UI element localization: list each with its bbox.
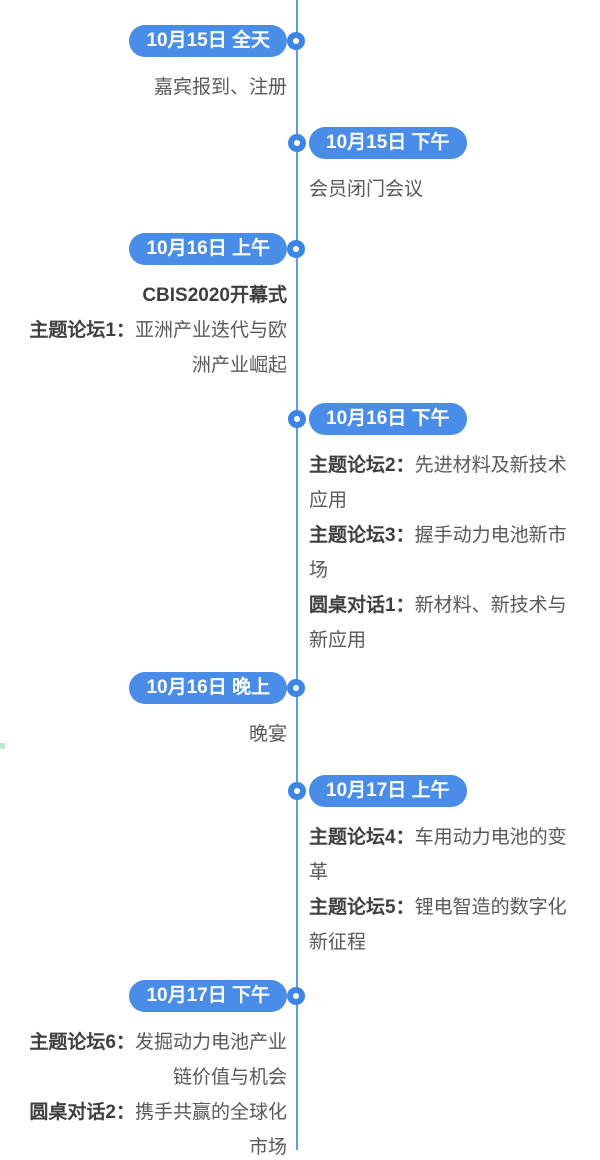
timeline-axis-line (296, 0, 298, 1150)
timeline-node-dot (287, 679, 305, 697)
entry-items: 会员闭门会议 (309, 172, 579, 207)
timeline-node-dot-center (293, 685, 299, 691)
timeline-node-dot-center (294, 788, 300, 794)
date-pill: 10月17日 下午 (129, 980, 287, 1012)
agenda-item-label: 主题论坛3： (309, 525, 415, 546)
timeline-entry: 10月15日 下午会员闭门会议 (288, 127, 579, 207)
entry-items: 主题论坛4：车用动力电池的变革主题论坛5：锂电智造的数字化新征程 (309, 820, 579, 960)
timeline-node-dot-center (294, 416, 300, 422)
agenda-item: 晚宴 (21, 717, 287, 752)
timeline-node-dot (287, 32, 305, 50)
entry-items: CBIS2020开幕式主题论坛1：亚洲产业迭代与欧洲产业崛起 (21, 278, 287, 383)
entry-items: 主题论坛6：发掘动力电池产业链价值与机会圆桌对话2：携手共赢的全球化市场 (21, 1025, 287, 1160)
timeline-node-dot-center (293, 993, 299, 999)
agenda-item-text: 嘉宾报到、注册 (153, 77, 287, 98)
agenda-item: 会员闭门会议 (309, 172, 579, 207)
agenda-item: 主题论坛2：先进材料及新技术应用 (309, 448, 579, 518)
agenda-item-label: 主题论坛2： (309, 455, 415, 476)
agenda-item-text: 锂电智造的数字化新征程 (309, 897, 567, 953)
agenda-item-text: 亚洲产业迭代与欧洲产业崛起 (134, 320, 287, 376)
timeline-node-dot (287, 240, 305, 258)
timeline-node-dot (288, 782, 306, 800)
agenda-item: 主题论坛6：发掘动力电池产业链价值与机会 (21, 1025, 287, 1095)
agenda-item-label: CBIS2020开幕式 (142, 285, 287, 306)
agenda-item-text: 晚宴 (248, 724, 287, 745)
agenda-item-text: 车用动力电池的变革 (309, 827, 567, 883)
entry-items: 晚宴 (21, 717, 287, 752)
date-pill: 10月16日 上午 (129, 233, 287, 265)
entry-items: 主题论坛2：先进材料及新技术应用主题论坛3：握手动力电池新市场圆桌对话1：新材料… (309, 448, 579, 658)
agenda-item-text: 发掘动力电池产业链价值与机会 (134, 1032, 287, 1088)
date-pill: 10月16日 晚上 (129, 672, 287, 704)
agenda-item-text: 携手共赢的全球化市场 (134, 1102, 287, 1158)
agenda-item-label: 主题论坛1： (29, 320, 135, 341)
left-edge-artifact (0, 743, 5, 749)
timeline-node-dot (287, 987, 305, 1005)
agenda-item: CBIS2020开幕式 (21, 278, 287, 313)
agenda-item: 嘉宾报到、注册 (21, 70, 287, 105)
agenda-item-text: 会员闭门会议 (309, 179, 424, 200)
agenda-item: 主题论坛1：亚洲产业迭代与欧洲产业崛起 (21, 313, 287, 383)
timeline-node-dot-center (293, 38, 299, 44)
agenda-item-label: 圆桌对话2： (29, 1102, 135, 1123)
agenda-item-text: 先进材料及新技术应用 (309, 455, 567, 511)
agenda-item-label: 圆桌对话1： (309, 595, 415, 616)
timeline-entry: 10月16日 下午主题论坛2：先进材料及新技术应用主题论坛3：握手动力电池新市场… (288, 403, 579, 658)
entry-items: 嘉宾报到、注册 (21, 70, 287, 105)
date-pill: 10月17日 上午 (309, 775, 467, 807)
timeline-node-dot (288, 410, 306, 428)
timeline-entry: 10月15日 全天嘉宾报到、注册 (21, 25, 305, 105)
agenda-item: 主题论坛3：握手动力电池新市场 (309, 518, 579, 588)
timeline-node-dot-center (293, 246, 299, 252)
date-pill: 10月15日 全天 (129, 25, 287, 57)
date-pill: 10月15日 下午 (309, 127, 467, 159)
agenda-item: 圆桌对话2：携手共赢的全球化市场 (21, 1095, 287, 1160)
agenda-item-label: 主题论坛6： (29, 1032, 135, 1053)
agenda-item-label: 主题论坛4： (309, 827, 415, 848)
timeline-entry: 10月17日 上午主题论坛4：车用动力电池的变革主题论坛5：锂电智造的数字化新征… (288, 775, 579, 960)
agenda-item-label: 主题论坛5： (309, 897, 415, 918)
timeline-node-dot-center (294, 140, 300, 146)
date-pill: 10月16日 下午 (309, 403, 467, 435)
agenda-item: 圆桌对话1：新材料、新技术与新应用 (309, 588, 579, 658)
timeline-node-dot (288, 134, 306, 152)
agenda-item: 主题论坛4：车用动力电池的变革 (309, 820, 579, 890)
agenda-item-text: 握手动力电池新市场 (309, 525, 567, 581)
agenda-item-text: 新材料、新技术与新应用 (309, 595, 567, 651)
timeline-entry: 10月17日 下午主题论坛6：发掘动力电池产业链价值与机会圆桌对话2：携手共赢的… (21, 980, 305, 1160)
agenda-item: 主题论坛5：锂电智造的数字化新征程 (309, 890, 579, 960)
timeline-entry: 10月16日 晚上晚宴 (21, 672, 305, 752)
